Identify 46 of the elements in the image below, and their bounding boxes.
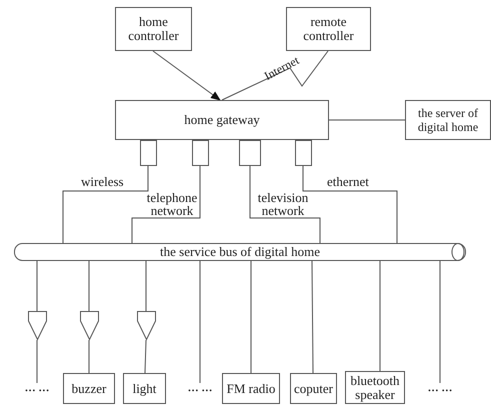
- edge-label: telephone network: [146, 192, 198, 217]
- gateway-box: [115, 100, 329, 140]
- node-label: the server of digital home: [416, 106, 480, 134]
- controller-box: [286, 7, 371, 51]
- arrow: [152, 50, 221, 101]
- connector-line: [144, 340, 146, 374]
- connector-line: [36, 340, 38, 384]
- connector-line: [88, 340, 90, 374]
- port-box: [192, 140, 209, 166]
- connector-line: [250, 260, 252, 374]
- port-box: [140, 140, 157, 166]
- connector-line: [36, 260, 38, 312]
- lightning-link: [222, 50, 328, 100]
- device-box: [290, 373, 337, 404]
- connector-line: [62, 166, 148, 244]
- connector-line: [88, 260, 90, 312]
- adapter-symbol: [80, 311, 99, 340]
- connector-line: [132, 166, 200, 244]
- node-label: buzzer: [72, 382, 106, 396]
- bus-label: the service bus of digital home: [160, 245, 320, 259]
- device-box: [123, 373, 166, 404]
- device-box: [63, 373, 115, 404]
- node-label: remote controller: [302, 15, 355, 43]
- device-box: [222, 373, 280, 404]
- node-label: coputer: [294, 382, 333, 396]
- edge-label: wireless: [80, 176, 125, 188]
- ellipsis-text: ··· ···: [421, 383, 459, 399]
- edge-label: ethernet: [326, 176, 370, 188]
- node-label: bluetooth speaker: [349, 374, 401, 402]
- adapter-symbol: [137, 311, 156, 340]
- ellipsis-text: ··· ···: [181, 383, 219, 399]
- adapter-symbol: [28, 311, 47, 340]
- port-box: [239, 140, 261, 166]
- node-label: home controller: [127, 15, 180, 43]
- connector-line: [250, 166, 320, 244]
- node-label: FM radio: [226, 382, 276, 396]
- edge-label: television network: [256, 192, 310, 217]
- bus-cylinder: [14, 243, 466, 261]
- ellipsis-text: ··· ···: [18, 383, 56, 399]
- node-label: home gateway: [184, 113, 260, 127]
- port-box: [295, 140, 312, 166]
- node-label: light: [132, 382, 156, 396]
- controller-box: [115, 7, 192, 51]
- connector-line: [312, 260, 314, 374]
- server-box: [405, 100, 491, 140]
- connector-line: [302, 166, 398, 244]
